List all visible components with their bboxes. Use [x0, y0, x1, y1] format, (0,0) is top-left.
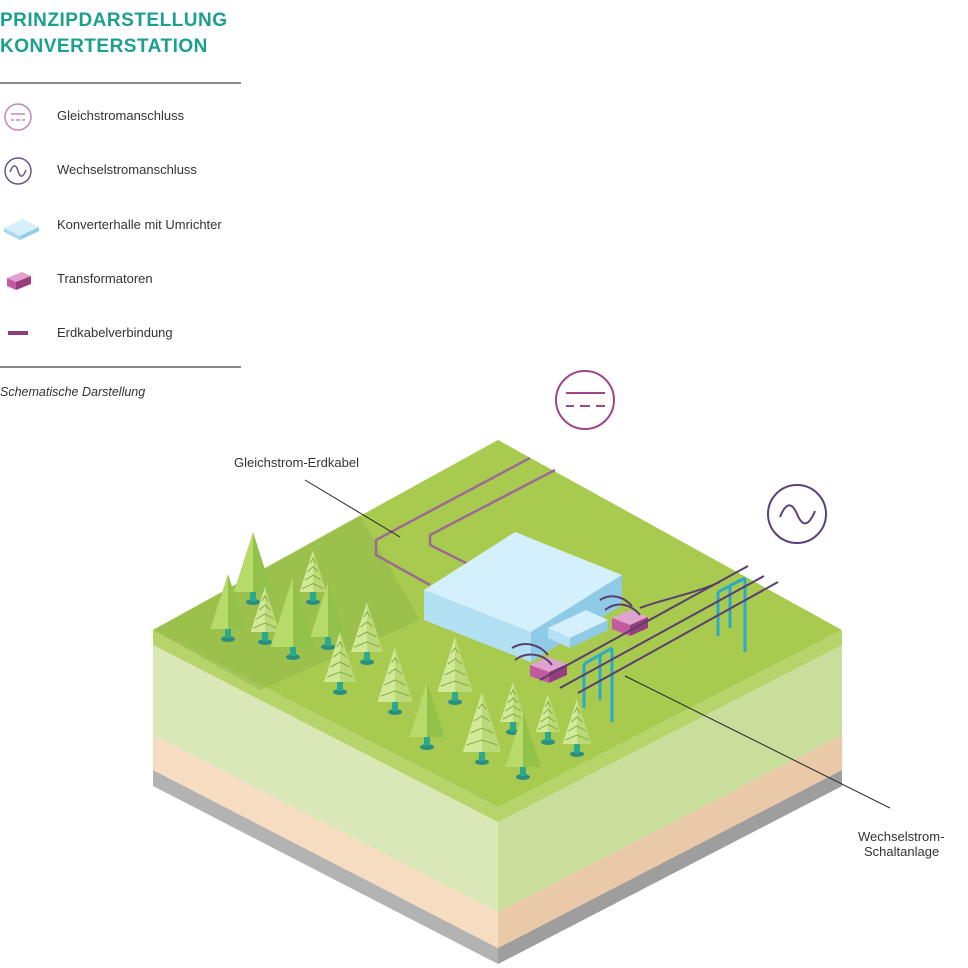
- ac-symbol-icon: [767, 484, 827, 544]
- tree: [437, 637, 473, 705]
- tree: [299, 550, 327, 605]
- tree: [270, 577, 316, 660]
- tree: [324, 632, 356, 695]
- legend-label-cable: Erdkabelverbindung: [57, 325, 173, 340]
- dc-symbol-icon: [555, 370, 615, 430]
- tree: [377, 647, 413, 715]
- ground-layers: [153, 440, 842, 964]
- ac-switchgear-callout: Wechselstrom- Schaltanlage: [858, 829, 944, 859]
- dc-connection-icon: [4, 103, 32, 131]
- ac-connection-icon: [4, 157, 32, 185]
- tree: [500, 682, 526, 735]
- tree: [409, 682, 445, 750]
- ac-switchgear-callout-line1: Wechselstrom-: [858, 829, 945, 844]
- tree: [250, 587, 280, 645]
- dc-cable-leader: [304, 479, 401, 538]
- title-line-2: KONVERTERSTATION: [0, 36, 208, 57]
- title-line-1: PRINZIPDARSTELLUNG: [0, 10, 228, 31]
- tree: [505, 712, 541, 780]
- tree: [351, 602, 383, 665]
- legend-item-cable: Erdkabelverbindung: [0, 318, 260, 348]
- legend-divider-bottom: [0, 366, 241, 368]
- tree: [535, 694, 561, 745]
- tree: [310, 582, 346, 650]
- legend-item-transformer: Transformatoren: [0, 264, 260, 294]
- converter-hall: [424, 532, 622, 662]
- schematic-note: Schematische Darstellung: [0, 385, 146, 399]
- legend-item-hall: Konverterhalle mit Umrichter: [0, 210, 260, 240]
- legend-label-ac: Wechselstromanschluss: [57, 162, 197, 177]
- converter-hall-icon: [4, 219, 39, 240]
- transformer-icon: [7, 272, 31, 290]
- tree: [233, 532, 273, 605]
- trees: [210, 532, 592, 780]
- tree: [210, 574, 246, 642]
- legend-item-ac: Wechselstromanschluss: [0, 155, 260, 185]
- legend-label-hall: Konverterhalle mit Umrichter: [57, 217, 222, 232]
- legend-divider-top: [0, 82, 241, 84]
- legend-item-dc: Gleichstromanschluss: [0, 101, 260, 131]
- legend-label-transformer: Transformatoren: [57, 271, 153, 286]
- ac-switchgear-callout-line2: Schaltanlage: [864, 844, 940, 859]
- tree: [562, 699, 592, 757]
- switchgear-leader: [624, 675, 891, 809]
- legend-label-dc: Gleichstromanschluss: [57, 108, 185, 123]
- page-title: PRINZIPDARSTELLUNG KONVERTERSTATION: [0, 8, 228, 60]
- ac-overhead-lines: [511, 565, 779, 694]
- underground-cable-icon: [8, 331, 28, 335]
- dc-cable-callout: Gleichstrom-Erdkabel: [234, 455, 359, 470]
- dc-underground-cable: [374, 456, 556, 587]
- tree: [462, 692, 502, 765]
